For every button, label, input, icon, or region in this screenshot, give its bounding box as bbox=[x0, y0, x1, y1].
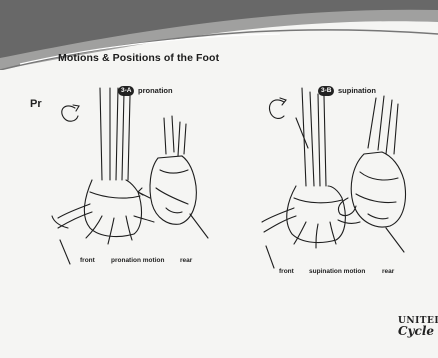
pronation-label-motion: pronation motion bbox=[111, 257, 164, 264]
united-cycle-logo: UNITED Cycle bbox=[398, 316, 438, 354]
pronation-illustration bbox=[30, 88, 220, 263]
rotation-arrow-icon bbox=[62, 106, 78, 121]
supination-label-rear: rear bbox=[382, 268, 394, 275]
slide-title: Motions & Positions of the Foot bbox=[58, 52, 219, 64]
supination-label-motion: supination motion bbox=[309, 268, 365, 275]
pronation-label-front: front bbox=[80, 257, 95, 264]
logo-line2: Cycle bbox=[398, 324, 438, 338]
supination-illustration bbox=[236, 88, 426, 273]
supination-label-front: front bbox=[279, 268, 294, 275]
rotation-arrow-icon bbox=[269, 100, 284, 119]
pronation-label-rear: rear bbox=[180, 257, 192, 264]
